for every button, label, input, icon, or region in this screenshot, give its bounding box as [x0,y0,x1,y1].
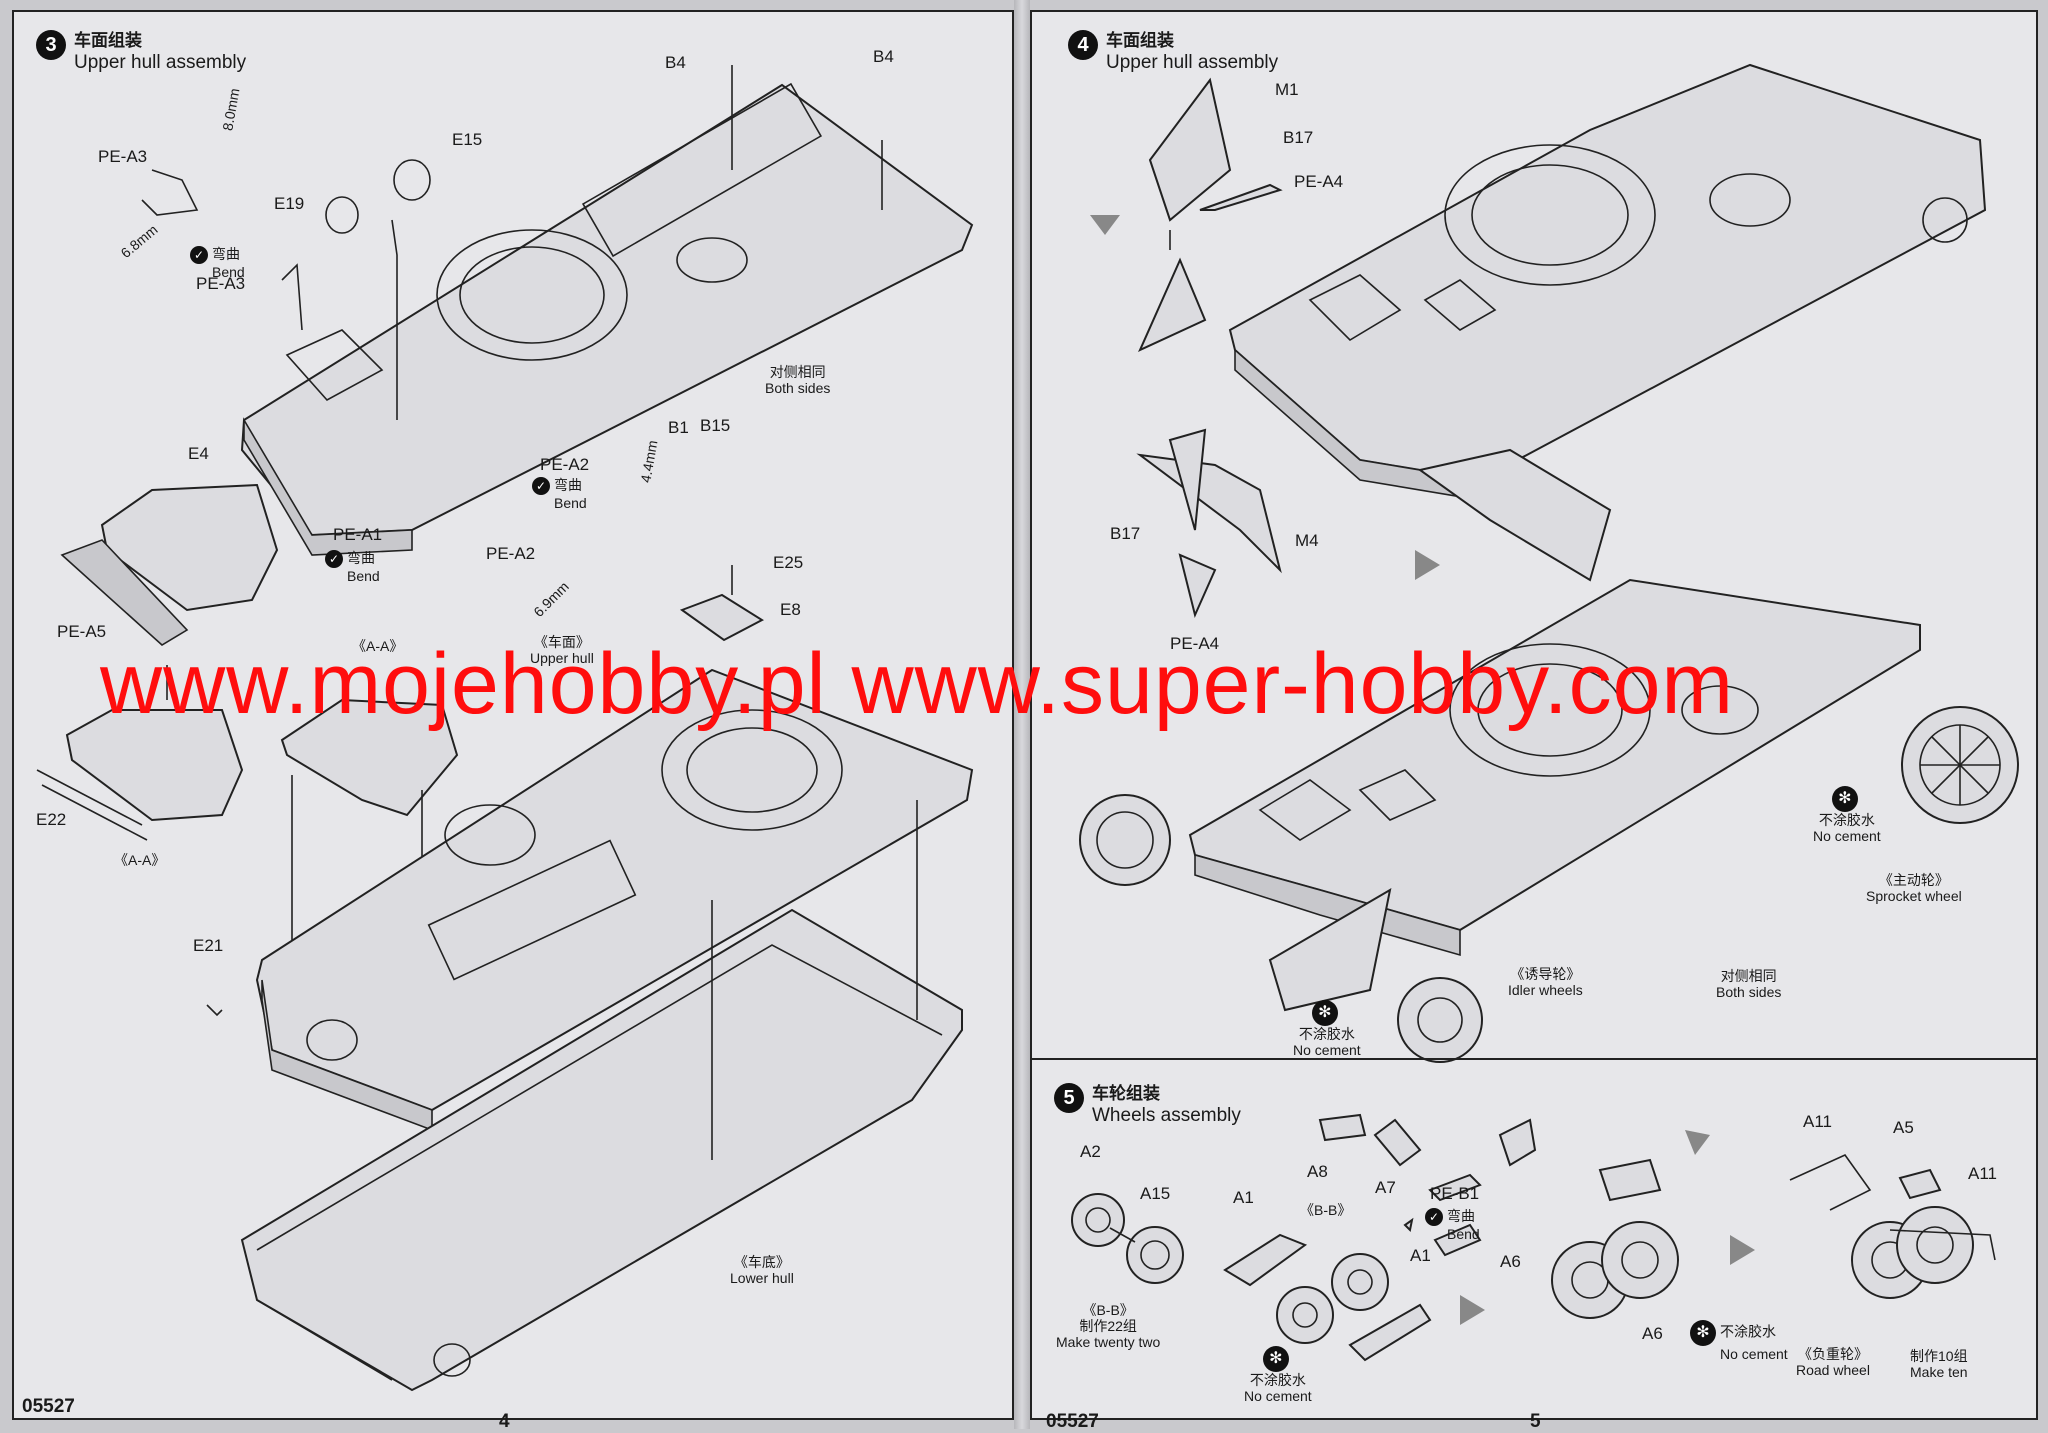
label-b17-top: B17 [1283,128,1314,147]
label-a6-right: A6 [1642,1324,1663,1343]
step-number: 3 [36,30,66,60]
step-title-en: Upper hull assembly [74,52,247,73]
hull-bottom-shape [1188,578,1921,932]
page-number-left: 4 [499,1411,510,1432]
step-number: 5 [1054,1083,1084,1113]
label-e22: E22 [36,810,67,829]
bend-icon: ✓ [190,246,208,265]
kit-number-left: 05527 [22,1396,75,1417]
label-b15: B15 [700,416,731,435]
idler-wheel-front [1397,977,1483,1063]
watermark: www.mojehobby.pl www.super-hobby.com [100,636,1735,732]
label-a7: A7 [1375,1178,1396,1197]
label-e21: E21 [193,936,224,955]
no-cement-icon: ✻ [1311,1000,1338,1026]
section-divider [1030,1058,2038,1060]
label-pe-a3-low: PE-A3 [196,274,246,293]
step-5-header: 5 车轮组装 Wheels assembly [1054,1083,1241,1127]
label-a2: A2 [1080,1142,1101,1161]
sprocket-note: 《主动轮》Sprocket wheel [1866,872,1962,904]
hull-top-shape [240,83,974,537]
label-b17-low: B17 [1110,524,1141,543]
label-a-a-low: 《A-A》 [114,852,166,868]
label-pe-b1: PE-B1 [1430,1184,1480,1203]
label-pe-a5: PE-A5 [57,622,107,641]
step-4-header: 4 车面组装 Upper hull assembly [1068,30,1278,74]
label-a11-right: A11 [1968,1164,1997,1183]
hull-mid-shape [255,668,974,1112]
label-pe-a2-top: PE-A2 [540,455,590,474]
label-e4: E4 [188,444,209,463]
bend-icon: ✓ [532,477,550,496]
idler-wheel-left [1079,794,1171,886]
step-title-en: Wheels assembly [1092,1105,1241,1126]
label-a11-left: A11 [1803,1112,1832,1131]
book-spine [1014,0,1030,1429]
upper-hull-note: 《车面》Upper hull [530,634,594,666]
idler-note: 《诱导轮》Idler wheels [1508,966,1583,998]
step-title-cn: 车面组装 [74,31,142,50]
label-b4-left: B4 [665,53,686,72]
kit-number-right: 05527 [1046,1411,1099,1432]
bend-icon: ✓ [325,550,343,569]
label-e25: E25 [773,553,804,572]
bend-icon: ✓ [1425,1208,1443,1227]
label-m4: M4 [1295,531,1319,550]
step-3-header: 3 车面组装 Upper hull assembly [36,30,246,74]
step4-diagram [1079,63,2019,1063]
no-cement-icon: ✻ [1831,786,1858,812]
label-a6-left: A6 [1500,1252,1521,1271]
label-pe-a4-low: PE-A4 [1170,634,1220,653]
label-a15: A15 [1140,1184,1171,1203]
label-e19: E19 [274,194,305,213]
label-b-b-top: 《B-B》 [1300,1202,1352,1218]
label-pe-a2-low: PE-A2 [486,544,536,563]
label-a8: A8 [1307,1162,1328,1181]
part-a-a [280,698,459,817]
hull-top-shape [1228,63,1987,482]
page-number-right: 5 [1530,1411,1541,1432]
step5-diagram [1071,1113,1996,1362]
make-22-note: 《B-B》 制作22组 Make twenty two [1056,1302,1161,1350]
label-pe-a3-top: PE-A3 [98,147,148,166]
label-a-a-top: 《A-A》 [352,638,404,654]
road-wheel-note: 《负重轮》Road wheel [1796,1346,1870,1378]
step-title-cn: 车面组装 [1106,31,1174,50]
label-pe-a4-top: PE-A4 [1294,172,1344,191]
step-title-cn: 车轮组装 [1092,1084,1160,1103]
label-b4-right: B4 [873,47,894,66]
label-m1: M1 [1275,80,1299,99]
label-e8: E8 [780,600,801,619]
label-a5: A5 [1893,1118,1914,1137]
label-e15: E15 [452,130,483,149]
part-m1 [1148,77,1232,222]
upper-hull-diagram [36,65,974,1392]
no-cement-icon: ✻ [1262,1346,1289,1372]
no-cement-icon: ✻ [1690,1320,1716,1346]
step-title-en: Upper hull assembly [1106,52,1279,73]
label-a1-left: A1 [1233,1188,1254,1207]
step-number: 4 [1068,30,1098,60]
label-pe-a1: PE-A1 [333,525,383,544]
label-b1: B1 [668,418,689,437]
label-a1-right: A1 [1410,1246,1431,1265]
lower-hull-note: 《车底》Lower hull [730,1254,794,1286]
